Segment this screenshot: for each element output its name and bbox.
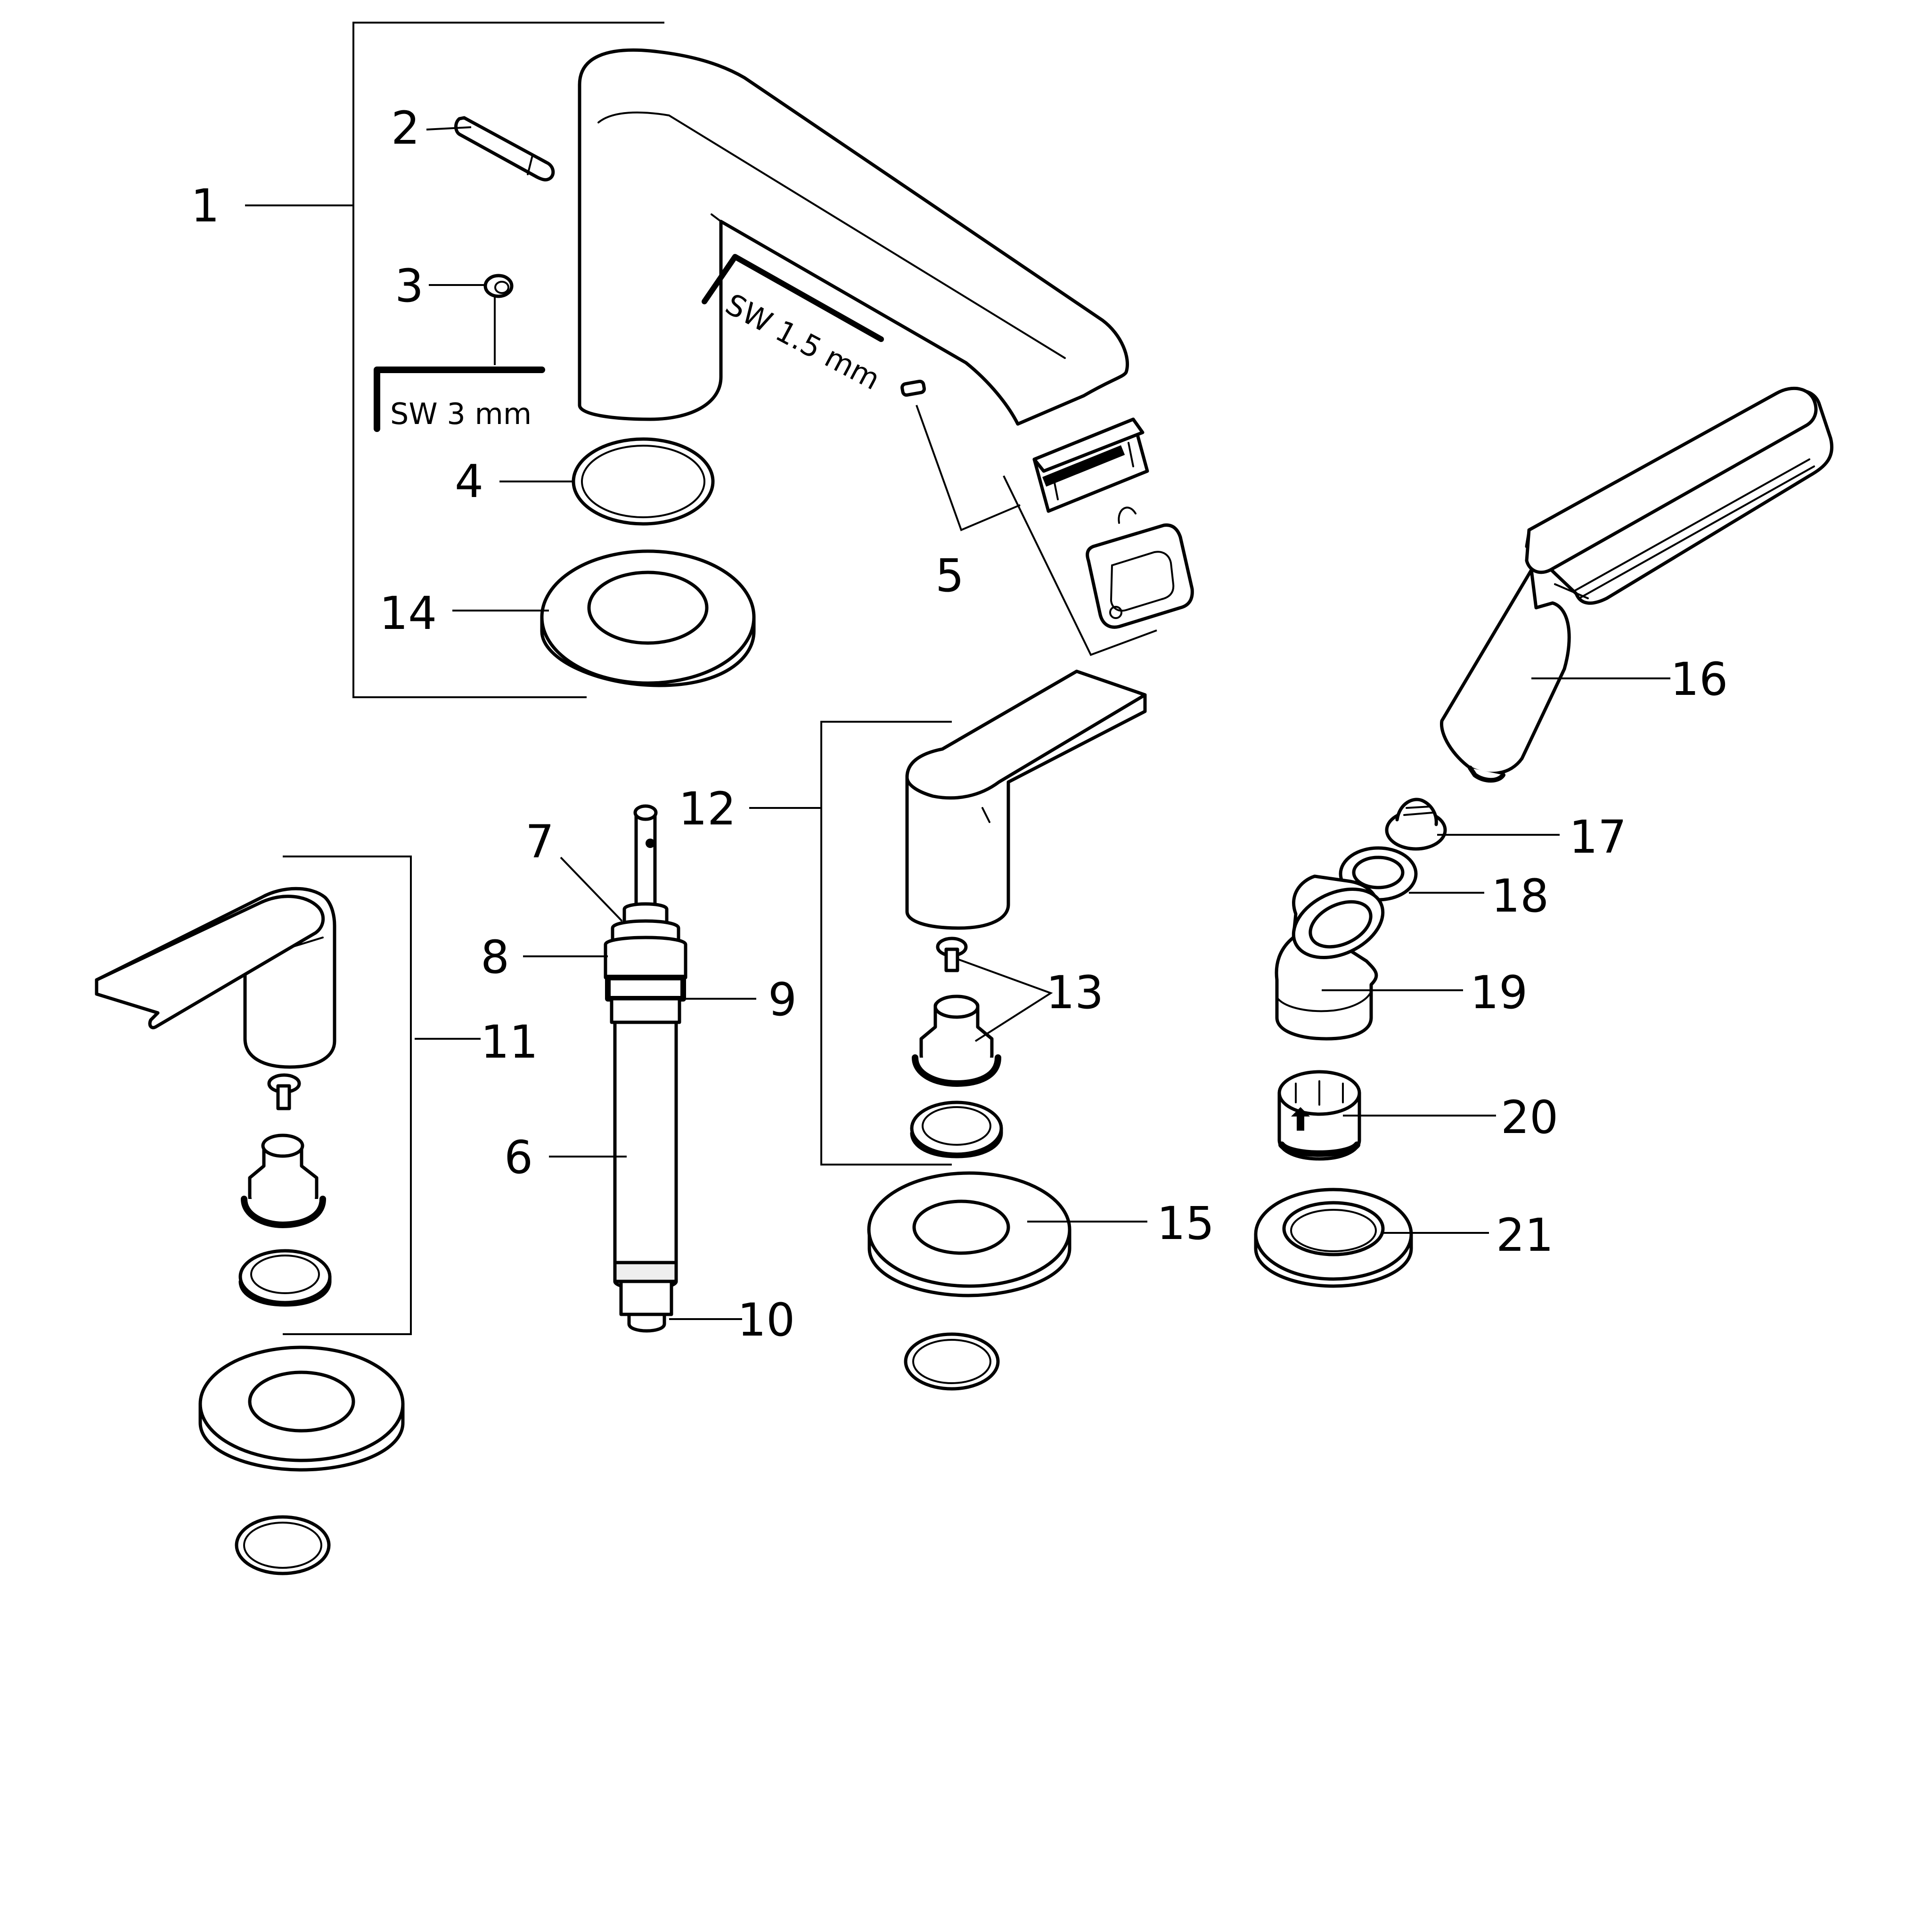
callout-1: 1 — [191, 179, 220, 232]
spout — [578, 48, 1129, 426]
left-ring — [238, 1249, 332, 1307]
callout-9: 9 — [768, 973, 797, 1026]
strainer — [1385, 798, 1447, 851]
washer — [1339, 846, 1418, 902]
set-screw-spout — [900, 379, 926, 397]
bracket-group-11 — [283, 856, 412, 1335]
left-screw — [267, 1073, 301, 1110]
gasket-plate — [1086, 506, 1194, 629]
hex-key-large-icon: SW 3 mm — [374, 367, 545, 432]
callout-19: 19 — [1470, 966, 1528, 1019]
leader-13 — [956, 958, 1053, 1042]
elbow-connector — [1275, 874, 1385, 1041]
right-adapter — [912, 995, 1001, 1087]
base-ring-14 — [540, 549, 756, 687]
callout-2: 2 — [391, 102, 420, 155]
callout-17: 17 — [1569, 811, 1627, 864]
hex-key-large-label: SW 3 mm — [390, 397, 532, 431]
callout-12: 12 — [679, 783, 736, 835]
leader-2 — [426, 126, 472, 130]
callout-7: 7 — [525, 815, 554, 868]
left-adapter — [241, 1133, 326, 1228]
bracket-group-12 — [820, 721, 952, 1166]
check-valve — [1277, 1070, 1361, 1161]
callout-21: 21 — [1496, 1209, 1554, 1262]
right-ring — [910, 1101, 1003, 1158]
callout-6: 6 — [504, 1131, 533, 1184]
callout-20: 20 — [1501, 1091, 1558, 1144]
pin — [454, 116, 555, 182]
callout-18: 18 — [1491, 870, 1549, 922]
callout-3: 3 — [395, 260, 424, 312]
callout-labels: 1 2 3 4 5 6 7 8 9 10 11 12 13 14 15 16 1… — [191, 102, 1728, 1346]
o-ring-4 — [572, 437, 715, 526]
callout-14: 14 — [379, 587, 437, 640]
left-o-ring — [235, 1515, 331, 1575]
grub-screw — [483, 274, 514, 298]
bracket-group-1 — [245, 22, 664, 698]
diverter-shaft — [604, 804, 687, 1333]
base-ring-21 — [1254, 1188, 1413, 1288]
right-handle — [905, 669, 1147, 930]
callout-10: 10 — [737, 1294, 795, 1346]
base-ring-15 — [867, 1171, 1071, 1297]
leader-5 — [916, 405, 1157, 656]
callout-11: 11 — [481, 1016, 538, 1068]
callout-13: 13 — [1046, 966, 1104, 1019]
left-handle — [95, 887, 336, 1069]
leader-7 — [560, 856, 623, 922]
hand-shower — [1439, 386, 1834, 783]
aerator-housing — [1032, 417, 1149, 513]
callout-16: 16 — [1670, 653, 1728, 706]
callout-15: 15 — [1157, 1197, 1214, 1250]
callout-4: 4 — [455, 455, 483, 508]
callout-8: 8 — [481, 931, 509, 984]
left-base-ring — [198, 1345, 405, 1472]
right-screw — [936, 937, 968, 972]
right-o-ring — [904, 1332, 1000, 1391]
callout-5: 5 — [935, 549, 964, 602]
